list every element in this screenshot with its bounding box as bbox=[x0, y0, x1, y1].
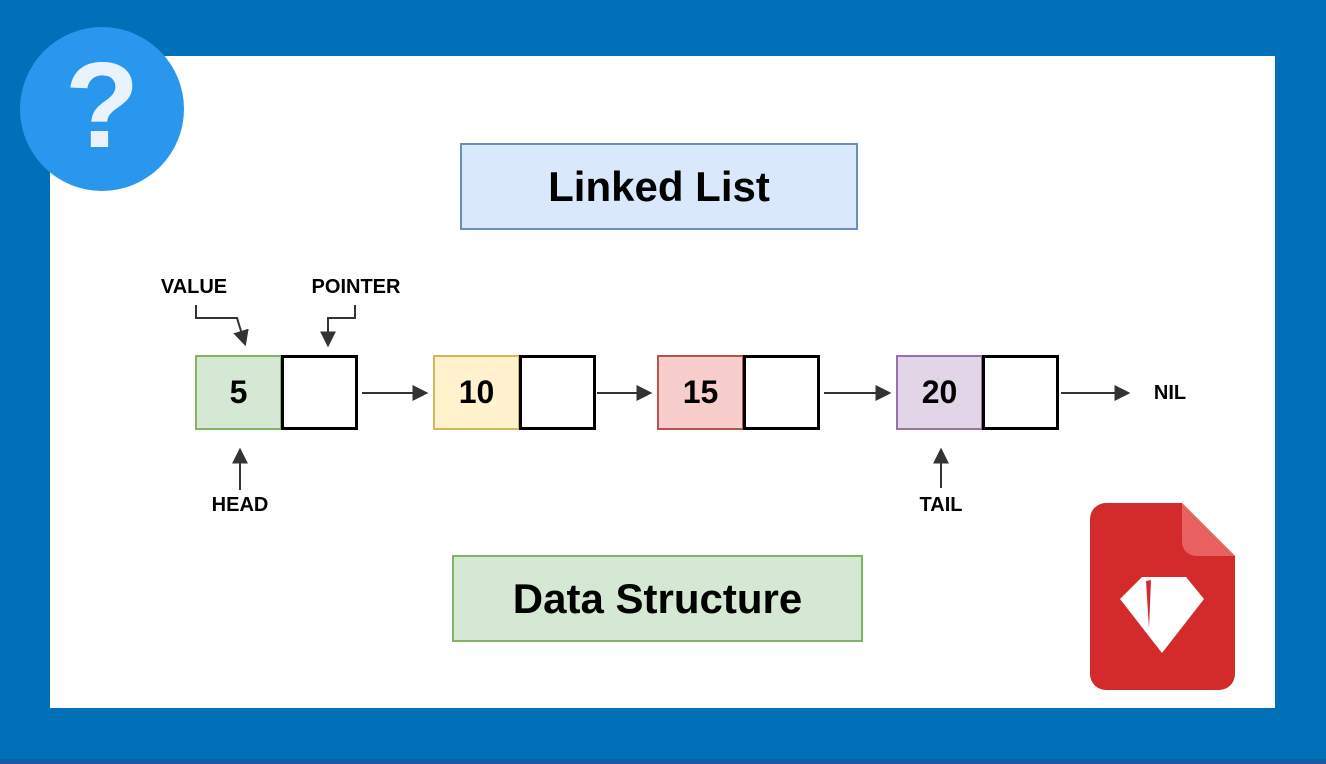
node-pointer-cell bbox=[982, 355, 1059, 430]
node-value: 20 bbox=[921, 374, 958, 410]
node-pointer-cell bbox=[281, 355, 358, 430]
node-pointer-cell bbox=[519, 355, 596, 430]
node-value-cell: 20 bbox=[896, 355, 983, 430]
tail-label: TAIL bbox=[919, 494, 963, 516]
doc-fold bbox=[1182, 503, 1235, 556]
node-pointer-cell bbox=[743, 355, 820, 430]
node-value-cell: 15 bbox=[657, 355, 744, 430]
title-text: Linked List bbox=[548, 162, 770, 210]
subtitle-box: Data Structure bbox=[452, 555, 863, 642]
node-value-cell: 5 bbox=[195, 355, 282, 430]
question-mark-icon: ? bbox=[20, 27, 184, 191]
ruby-document-icon bbox=[1090, 503, 1235, 690]
list-node-2: 10 bbox=[433, 355, 596, 430]
value-label: VALUE bbox=[160, 276, 228, 298]
node-value: 10 bbox=[458, 374, 495, 410]
title-box: Linked List bbox=[460, 143, 858, 230]
head-label: HEAD bbox=[211, 494, 269, 516]
list-node-3: 15 bbox=[657, 355, 820, 430]
question-mark-glyph: ? bbox=[64, 37, 140, 173]
node-value: 15 bbox=[682, 374, 719, 410]
node-value: 5 bbox=[229, 374, 248, 410]
list-node-4: 20 bbox=[896, 355, 1059, 430]
subtitle-text: Data Structure bbox=[512, 574, 803, 622]
pointer-label: POINTER bbox=[311, 276, 401, 298]
node-value-cell: 10 bbox=[433, 355, 520, 430]
nil-label: NIL bbox=[1153, 382, 1187, 404]
list-node-1: 5 bbox=[195, 355, 358, 430]
doc-gem-crack bbox=[1146, 580, 1151, 629]
doc-gem bbox=[1120, 577, 1204, 653]
frame-bottom-strip bbox=[0, 759, 1326, 764]
